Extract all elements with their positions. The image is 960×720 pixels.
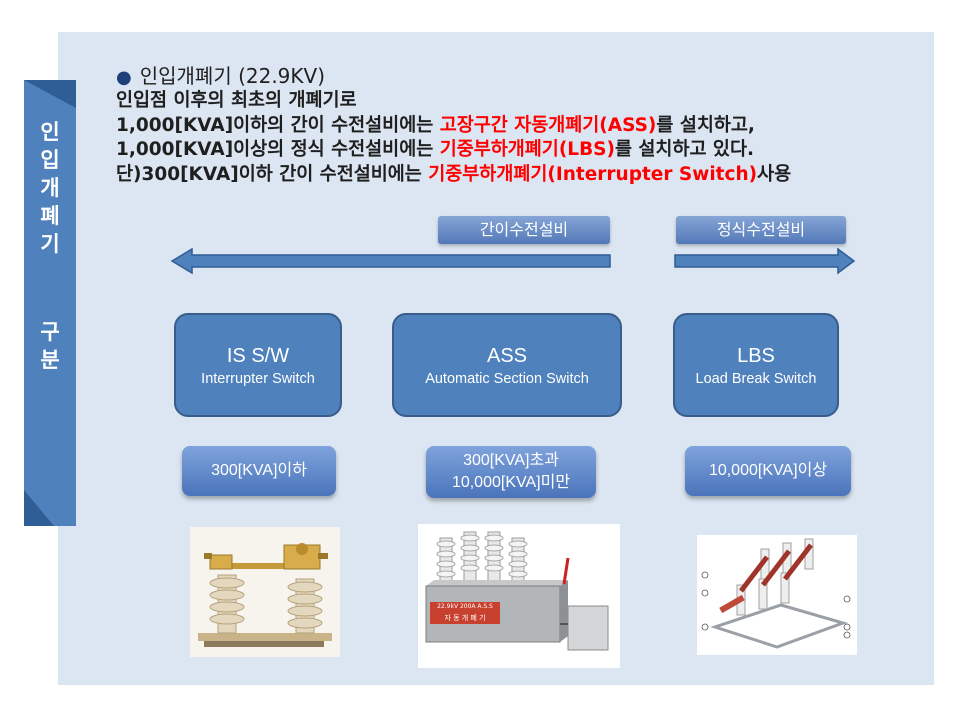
side-sub-char: 구 [40, 320, 60, 344]
desc-text: 사용 [757, 163, 792, 185]
side-tab [24, 80, 76, 526]
desc-line: 인입점 이후의 최초의 개폐기로 [116, 90, 357, 111]
desc-line: 1,000[KVA]이하의 간이 수전설비에는 고장구간 자동개폐기(ASS)를… [116, 114, 791, 139]
simple-facility-tag: 간이수전설비 [438, 216, 610, 244]
capacity-text: 10,000[KVA]미만 [451, 474, 571, 491]
description: 인입점 이후의 최초의 개폐기로 1,000[KVA]이하의 간이 수전설비에는… [116, 89, 791, 187]
lbs-box: LBS Load Break Switch [673, 313, 839, 417]
is-switch-box: IS S/W Interrupter Switch [174, 313, 342, 417]
capacity-badge-is: 300[KVA]이하 [182, 446, 336, 496]
ass-plate-label: 자 동 개 폐 기 [444, 614, 486, 622]
side-title: 인 입 개 폐 기 [24, 118, 76, 258]
desc-line: 단)300[KVA]이하 간이 수전설비에는 기중부하개폐기(Interrupt… [116, 163, 791, 188]
capacity-badge-lbs: 10,000[KVA]이상 [685, 446, 851, 496]
box-title: ASS [486, 345, 528, 367]
side-sub-char: 분 [40, 348, 60, 372]
desc-line: 1,000[KVA]이상의 정식 수전설비에는 기중부하개폐기(LBS)를 설치… [116, 138, 791, 163]
box-subtitle: Automatic Section Switch [425, 371, 589, 387]
side-title-char: 입 [40, 148, 60, 172]
ass-photo: 22.9kV 200A A.S.S 자 동 개 폐 기 [418, 524, 620, 668]
desc-text: 를 설치하고, [656, 114, 755, 136]
desc-highlight: 고장구간 자동개폐기(ASS) [439, 114, 657, 136]
capacity-badge-ass: 300[KVA]초과 10,000[KVA]미만 [426, 446, 596, 498]
ass-plate-label: 22.9kV 200A A.S.S [437, 603, 493, 610]
box-title: IS S/W [226, 345, 290, 367]
desc-text: 단)300[KVA]이하 간이 수전설비에는 [116, 163, 429, 185]
capacity-text: 300[KVA]초과 [463, 452, 559, 469]
left-arrow [170, 247, 611, 275]
ass-box: ASS Automatic Section Switch [392, 313, 622, 417]
lbs-photo [697, 535, 857, 655]
side-title-char: 기 [40, 232, 60, 256]
desc-text: 1,000[KVA]이하의 간이 수전설비에는 [116, 114, 440, 136]
formal-facility-tag: 정식수전설비 [676, 216, 846, 244]
section-heading: ● 인입개폐기 (22.9KV) [116, 60, 325, 89]
desc-text: 1,000[KVA]이상의 정식 수전설비에는 [116, 139, 440, 160]
side-title-char: 인 [40, 120, 60, 144]
side-subtitle: 구 분 [24, 318, 76, 374]
side-title-char: 폐 [40, 204, 60, 228]
box-subtitle: Interrupter Switch [201, 371, 315, 387]
box-title: LBS [737, 345, 775, 367]
interrupter-switch-photo [190, 527, 340, 657]
right-arrow [674, 247, 856, 275]
desc-highlight: 기중부하개폐기(LBS) [439, 139, 615, 160]
side-title-char: 개 [40, 176, 60, 200]
heading-text: 인입개폐기 (22.9KV) [139, 64, 326, 88]
side-tab-bevels [24, 80, 76, 526]
box-subtitle: Load Break Switch [695, 371, 817, 387]
bullet-icon: ● [116, 67, 132, 88]
direction-arrows [170, 247, 856, 275]
capacity-text: 10,000[KVA]이상 [708, 462, 828, 479]
capacity-text: 300[KVA]이하 [211, 462, 307, 479]
desc-text: 를 설치하고 있다. [614, 139, 755, 160]
desc-highlight: 기중부하개폐기(Interrupter Switch) [428, 163, 758, 185]
